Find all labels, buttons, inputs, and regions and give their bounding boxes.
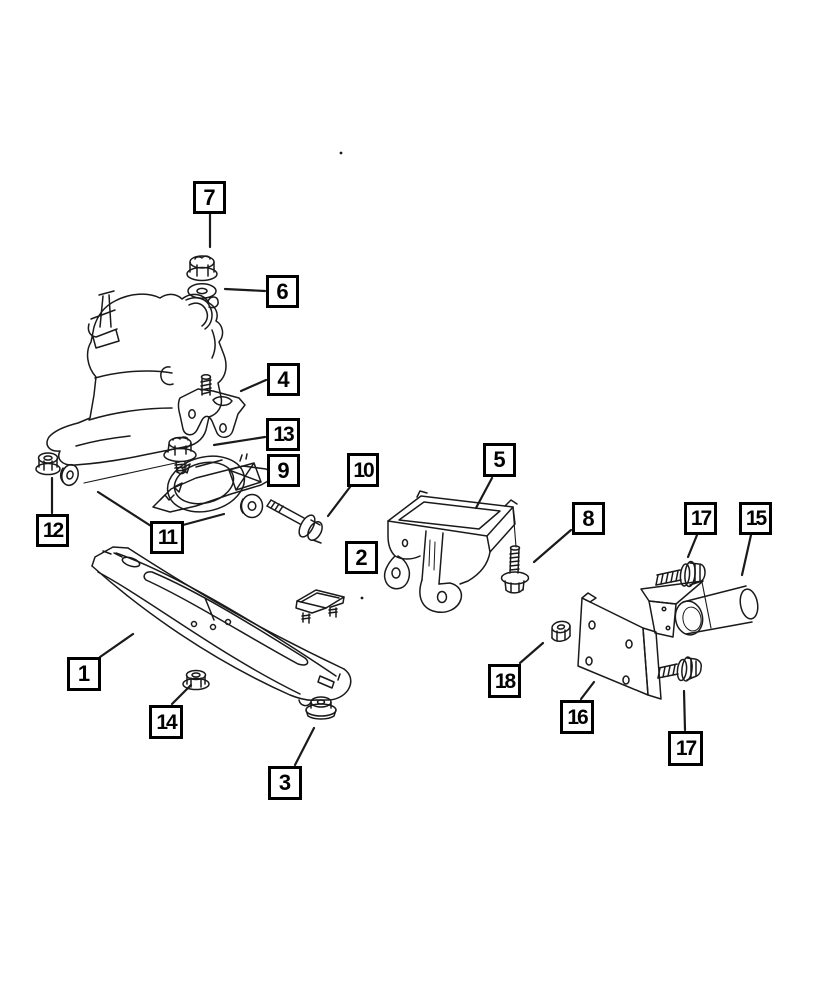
callout-2: 2: [345, 541, 378, 574]
bolt-17-lower-drawing: [657, 656, 702, 682]
callout-14: 14: [149, 705, 183, 739]
callout-13: 13: [266, 418, 300, 451]
callout-6: 6: [266, 275, 299, 308]
callout-17-lower: 17: [668, 731, 703, 766]
reference-dots: [339, 151, 364, 600]
engine-mount-drawing: [152, 453, 278, 513]
bracket-4-drawing: [177, 374, 246, 438]
alignment-line: [83, 461, 181, 484]
callout-18: 18: [488, 664, 521, 698]
bolt-8-drawing: [500, 508, 530, 594]
callout-15: 15: [739, 502, 772, 535]
washer-11-drawing: [240, 493, 264, 519]
callout-5: 5: [483, 443, 516, 477]
bolt-13-drawing: [163, 436, 197, 475]
nut-14-drawing: [182, 669, 210, 691]
callout-10: 10: [347, 453, 379, 487]
callout-11: 11: [150, 521, 184, 554]
callout-8: 8: [572, 502, 605, 535]
nut-12-drawing: [35, 452, 61, 476]
damper-15-drawing: [640, 580, 759, 638]
callout-16: 16: [560, 700, 594, 734]
callout-4: 4: [267, 363, 300, 396]
bolt-17-upper-drawing: [655, 560, 706, 588]
fastener-3-drawing: [305, 696, 337, 720]
callout-9: 9: [267, 454, 300, 487]
crossmember-drawing: [91, 546, 352, 707]
bracket-2-drawing: [295, 589, 345, 624]
callout-3: 3: [268, 766, 302, 800]
bracket-5-drawing: [383, 490, 518, 613]
bolt-10-drawing: [266, 499, 323, 544]
washer-6-drawing: [187, 283, 217, 299]
leader-lines: [50, 212, 753, 767]
engine-block-drawing: [46, 290, 227, 466]
callout-12: 12: [36, 514, 69, 547]
plate-16-drawing: [577, 592, 662, 700]
nut-7-drawing: [186, 255, 218, 282]
nut-18-drawing: [551, 620, 571, 642]
callout-17-upper: 17: [684, 502, 717, 535]
washer-12-drawing: [60, 463, 79, 487]
callout-1: 1: [67, 657, 101, 691]
callout-7: 7: [193, 181, 226, 214]
